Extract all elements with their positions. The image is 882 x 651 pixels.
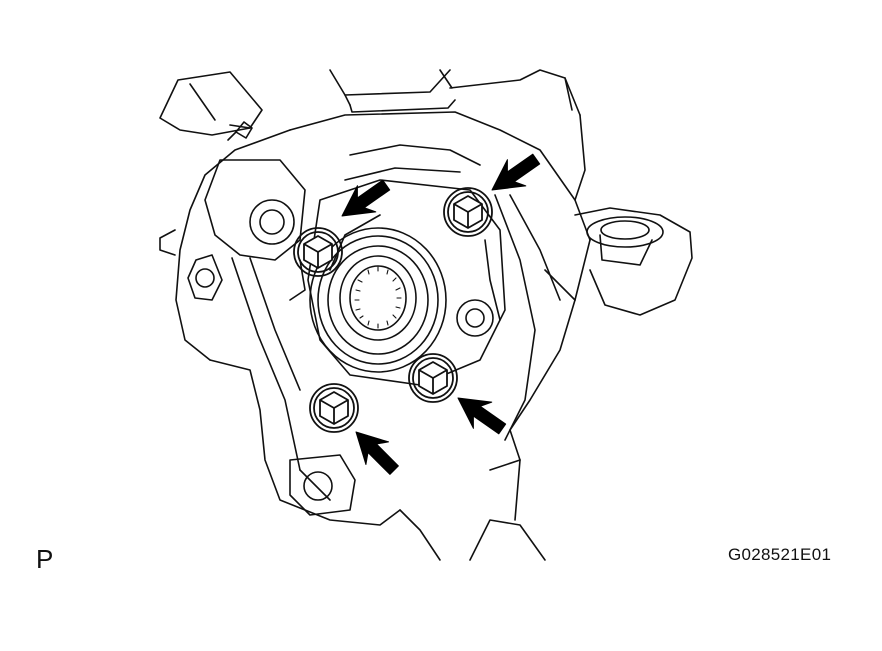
arrow-icon xyxy=(344,420,406,482)
bolt-icon xyxy=(408,353,458,403)
left-rib xyxy=(231,257,331,501)
right-rib xyxy=(484,194,576,441)
bolt-icon xyxy=(309,383,359,433)
knuckle-body xyxy=(175,111,591,561)
left-ear xyxy=(159,159,306,301)
lower-left-ear xyxy=(289,454,356,516)
arrow-icon xyxy=(482,145,546,204)
view-label: P xyxy=(36,544,54,574)
figure-code: G028521E01 xyxy=(728,545,832,564)
top-mount xyxy=(329,69,586,201)
bolt-icon xyxy=(443,187,493,237)
upper-arm xyxy=(159,71,263,141)
bolt-icon xyxy=(293,227,343,277)
right-ear xyxy=(574,207,693,316)
wheel-bearing xyxy=(309,227,447,373)
hub-boss xyxy=(307,144,506,386)
arrow-icon xyxy=(448,384,512,443)
